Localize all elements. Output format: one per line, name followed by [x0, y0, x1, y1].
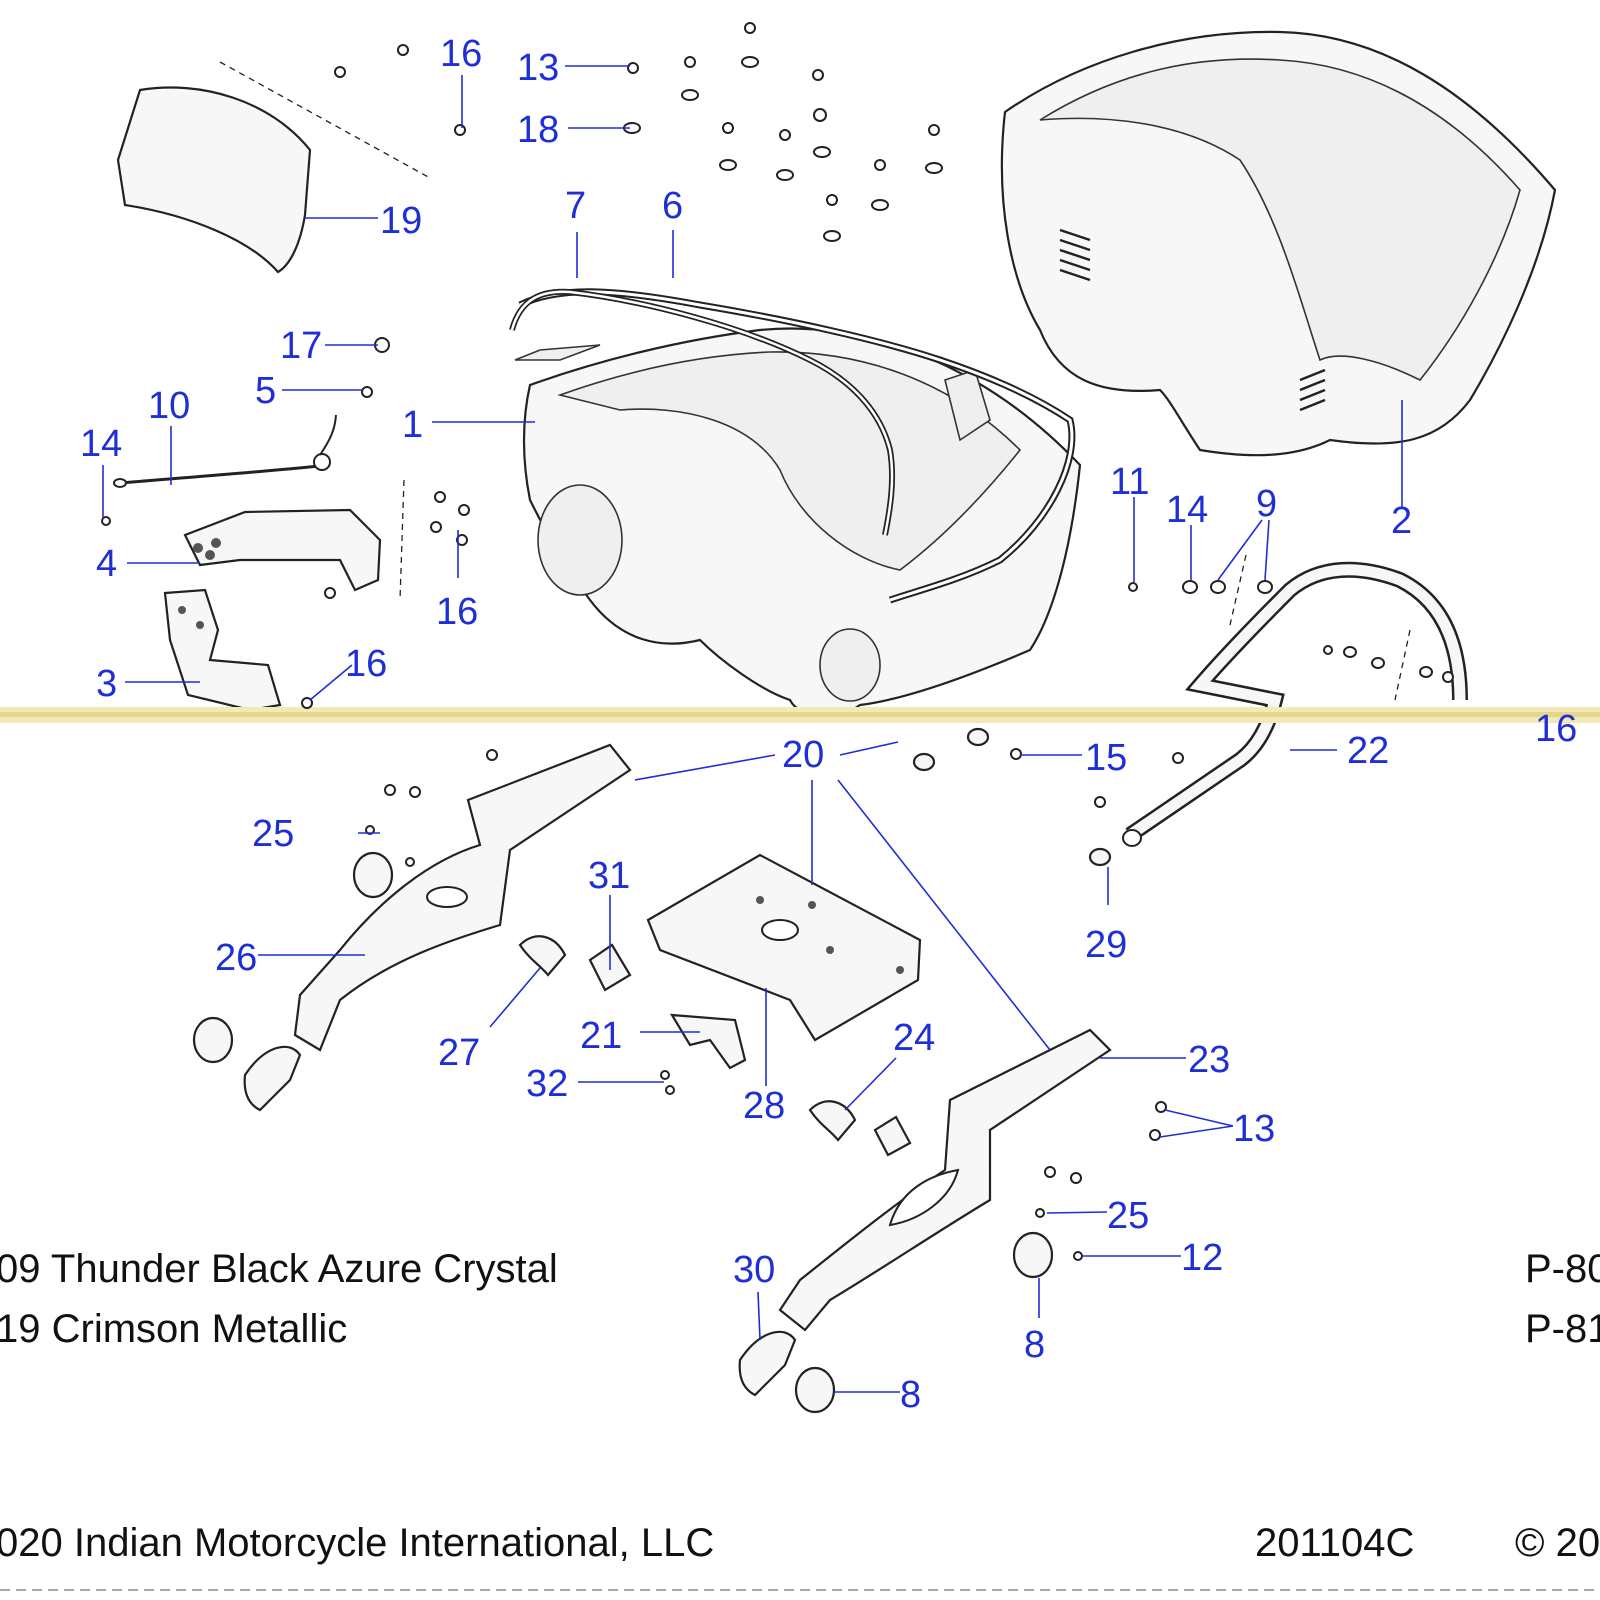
callout-4: 4: [96, 543, 117, 585]
part-6-7-trim: [509, 288, 1076, 604]
callout-28: 28: [743, 1085, 785, 1127]
callout-22: 22: [1347, 730, 1389, 772]
callout-2: 2: [1391, 500, 1412, 542]
footer: 020 Indian Motorcycle International, LLC…: [0, 1521, 1600, 1591]
part-1-trunk-body: [522, 327, 1082, 717]
part-small-hardware: [192, 727, 1112, 1414]
callout-19: 19: [380, 200, 422, 242]
callout-24: 24: [893, 1017, 935, 1059]
callout-9: 9: [1256, 483, 1277, 525]
callout-21: 21: [580, 1015, 622, 1057]
part-2-trunk-lid: [1000, 30, 1557, 457]
callout-16: 16: [345, 643, 387, 685]
color-legend: 09 Thunder Black Azure Crystal 19 Crimso…: [0, 1247, 1600, 1351]
footer-copyright-right: © 20: [1515, 1521, 1600, 1565]
part-26-arm-left: [293, 743, 632, 1052]
assembly-lines: [399, 479, 1411, 701]
callout-8: 8: [1024, 1324, 1045, 1366]
color-note-2: 19 Crimson Metallic: [0, 1307, 347, 1351]
part-19-pad: [116, 61, 431, 274]
callout-5: 5: [255, 370, 276, 412]
callout-23: 23: [1188, 1039, 1230, 1081]
callout-17: 17: [280, 325, 322, 367]
part-28-plate: [646, 853, 922, 1042]
callout-13: 13: [1233, 1108, 1275, 1150]
callout-3: 3: [96, 663, 117, 705]
callout-10: 10: [148, 385, 190, 427]
callout-12: 12: [1181, 1237, 1223, 1279]
part-23-arm-right: [778, 1028, 1112, 1332]
callout-8: 8: [900, 1374, 921, 1416]
callout-32: 32: [526, 1063, 568, 1105]
part-3-bracket: [163, 588, 282, 712]
callout-25: 25: [1107, 1195, 1149, 1237]
callout-6: 6: [662, 185, 683, 227]
footer-copyright: 020 Indian Motorcycle International, LLC: [0, 1521, 714, 1565]
leader-lines: [102, 65, 1403, 1393]
part-4-bracket: [183, 508, 382, 592]
callout-16-edge: 16: [1535, 708, 1577, 750]
callout-7: 7: [565, 185, 586, 227]
paint-code-2: P-81: [1525, 1307, 1600, 1351]
drawing-number: 201104C: [1255, 1521, 1414, 1565]
paint-code-1: P-80: [1525, 1247, 1600, 1291]
callout-27: 27: [438, 1032, 480, 1074]
callout-26: 26: [215, 937, 257, 979]
callout-14: 14: [80, 423, 122, 465]
callout-13: 13: [517, 47, 559, 89]
color-note-1: 09 Thunder Black Azure Crystal: [0, 1247, 558, 1291]
callout-18: 18: [517, 109, 559, 151]
part-10-cable: [113, 337, 390, 488]
callout-14: 14: [1166, 489, 1208, 531]
callout-16: 16: [440, 33, 482, 75]
scan-artifact-band: [0, 707, 1600, 723]
callout-labels: 16 13 18 19 7 6 17 5 10 1 14 4 16 16 3 1…: [80, 33, 1577, 1416]
callout-15: 15: [1085, 737, 1127, 779]
callout-25: 25: [252, 813, 294, 855]
callout-16: 16: [436, 591, 478, 633]
callout-20: 20: [782, 734, 824, 776]
callout-1: 1: [402, 404, 423, 446]
callout-30: 30: [733, 1249, 775, 1291]
fasteners: [101, 22, 1454, 1261]
callout-31: 31: [588, 855, 630, 897]
callout-11: 11: [1110, 461, 1149, 503]
callout-29: 29: [1085, 924, 1127, 966]
